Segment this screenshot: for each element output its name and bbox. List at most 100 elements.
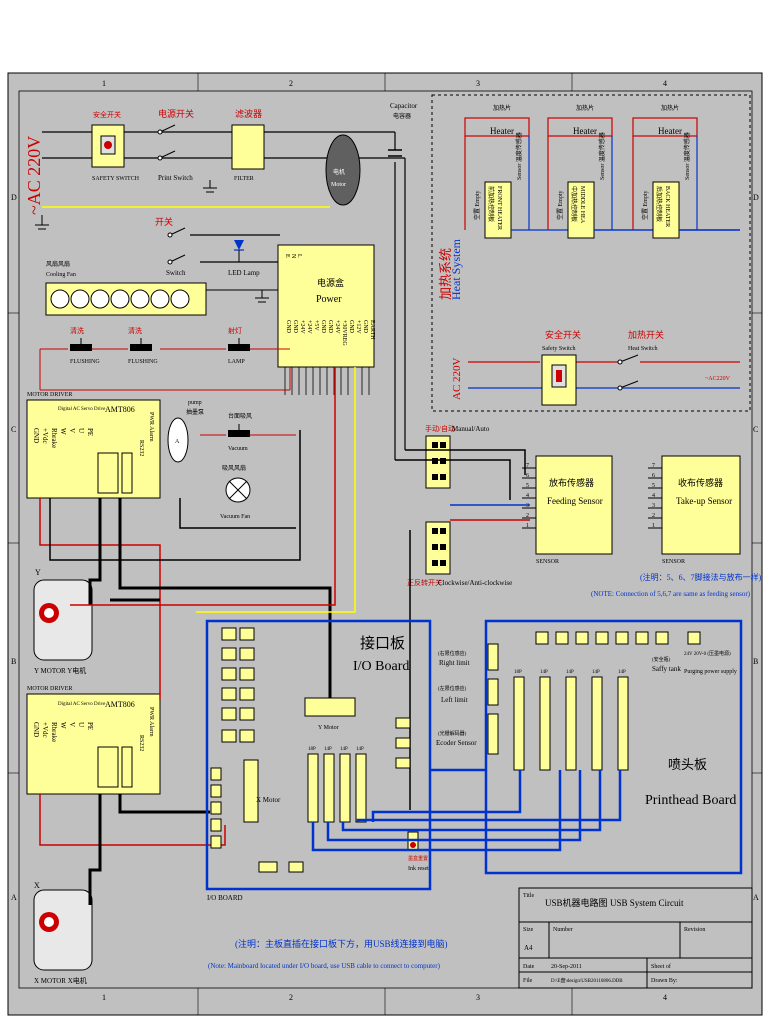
- clockwise-en: Clockwise/Anti-clockwise: [438, 579, 512, 587]
- feed-pins-pin-4: 3: [526, 503, 529, 509]
- motor: 电机 Motor: [325, 134, 361, 206]
- date-value: 20-Sep-2011: [551, 964, 582, 970]
- grid-col-2-bottom: 2: [289, 993, 293, 1002]
- heat-ac-small: ~AC220V: [705, 376, 731, 382]
- safety-tank-en: Saffy tank: [652, 665, 681, 673]
- heater-en-0: Heater: [490, 126, 514, 136]
- y-label: Y: [35, 568, 41, 577]
- grid-col-1: 1: [102, 79, 106, 88]
- control-wires: [39, 348, 291, 391]
- clockwise-switch: 正反转开关 Clockwise/Anti-clockwise: [407, 521, 512, 587]
- heat-system-cn: 加热系统: [438, 248, 453, 300]
- print-switch-cn: 电源开关: [158, 108, 194, 119]
- feed-pins-pin-3: 4: [526, 493, 529, 499]
- ph-conn-2: 14P: [566, 670, 574, 675]
- grid-col-3-bottom: 3: [476, 993, 480, 1002]
- grid-labels: 1 2 3 4 1 2 3 4 D C B A D C B A: [8, 73, 762, 1015]
- cooling-fan-cn: 风扇风扇: [46, 260, 70, 268]
- take-pins-pin-0: 7: [652, 463, 655, 469]
- motor-driver-rs232-2: RS232: [138, 735, 144, 751]
- heater-en-2: Heater: [658, 126, 682, 136]
- md2-pins-pin-3: W: [59, 722, 67, 729]
- grid-row-a: A: [11, 893, 17, 902]
- flushing2-en: FLUSHING: [128, 359, 158, 365]
- grid-row-c: C: [11, 425, 16, 434]
- file-label: File: [523, 978, 533, 984]
- motor-driver-subtitle-1: Digital AC Servo Drive: [58, 407, 106, 412]
- md1-pins-pin-6: PE: [86, 428, 94, 436]
- md1-pins-pin-3: W: [59, 428, 67, 435]
- date-label: Date: [523, 964, 535, 970]
- vacuum-fan: 吸风风扇 Vacuum Fan: [220, 464, 251, 520]
- printhead-board: 喷头板 Printhead Board (右限位感应) Right limit …: [436, 619, 743, 875]
- grid-row-d: D: [11, 193, 17, 202]
- md1-pins-pin-1: +Vdc: [41, 428, 49, 444]
- grid-row-c-right: C: [753, 425, 758, 434]
- takeup-tag: SENSOR: [662, 559, 685, 565]
- title-label: Title: [523, 893, 534, 899]
- flat-cables: [311, 768, 622, 852]
- heater-cn-1: 加热片: [576, 104, 594, 112]
- heat-system-en: Heat System: [449, 238, 463, 300]
- ac-main-wires: [42, 131, 406, 460]
- power-pin-l: L: [296, 254, 302, 258]
- takeup-cn: 收布传感器: [678, 477, 723, 488]
- printhead-en: Printhead Board: [645, 793, 736, 808]
- grid-row-d-right: D: [753, 193, 759, 202]
- heater-board-2: BACK HEATER: [664, 186, 670, 227]
- flushing2-cn: 清洗: [128, 326, 142, 335]
- md1-pins-pin-4: V: [68, 428, 76, 433]
- io-board-cn: 接口板: [360, 634, 405, 652]
- motor-driver-title-2: MOTOR DRIVER: [27, 686, 72, 692]
- take-pins-pin-3: 4: [652, 493, 655, 499]
- clockwise-cn: 正反转开关: [407, 578, 442, 587]
- grid-row-b-right: B: [753, 657, 758, 666]
- heater-board-cn-1: 中加热控制板: [570, 186, 578, 222]
- io-board-tag: I/O BOARD: [207, 894, 243, 902]
- motor-driver-pwr-2: PWR Alarm: [148, 707, 154, 737]
- manual-auto-switch: 手动/自动 Manual/Auto: [425, 424, 490, 489]
- printhead-cn: 喷头板: [668, 757, 707, 772]
- pump: A pump 抽墨泵: [167, 400, 204, 463]
- flushing1-cn: 清洗: [70, 326, 84, 335]
- grid-row-b: B: [11, 657, 16, 666]
- ph-conn-1: 14P: [540, 670, 548, 675]
- vacuum-en: Vacuum: [228, 446, 248, 452]
- power-pin-11: GND: [362, 320, 368, 334]
- title-block: Title USB机器电路图 USB System Circuit Size A…: [518, 887, 753, 989]
- io-board-en: I/O Board: [353, 659, 409, 674]
- power-pin-e: E: [284, 254, 290, 258]
- file-value: D:\E盘\design\USB20110806.DDB: [551, 977, 623, 984]
- ground-symbols: [35, 180, 269, 303]
- io-conn-3: 14P: [356, 747, 364, 752]
- lamp-button: 射灯 LAMP: [160, 326, 250, 365]
- sheet-label: Sheet of: [651, 963, 671, 970]
- heater-sensor-0: Sensor 温度传感器: [515, 132, 523, 180]
- io-conn-2: 14P: [340, 747, 348, 752]
- power-pin-2: +24V: [299, 320, 305, 334]
- heater-board-cn-2: 后加热控制板: [655, 186, 663, 222]
- capacitor-en: Capacitor: [390, 102, 418, 110]
- grid-col-4: 4: [663, 79, 667, 88]
- heater-en-1: Heater: [573, 126, 597, 136]
- vacuum-fan-cn: 吸风风扇: [222, 464, 246, 472]
- ph-conn-4: 14P: [618, 670, 626, 675]
- filter-cn: 滤波器: [235, 108, 262, 119]
- feed-pins-pin-5: 2: [526, 513, 529, 519]
- motor-driver-model-1: AMT806: [105, 405, 135, 414]
- led-lamp: LED Lamp: [228, 240, 260, 277]
- x-motor: X X MOTOR X电机: [33, 881, 93, 985]
- feed-pins-pin-6: 1: [526, 523, 529, 529]
- md2-pins-pin-4: V: [68, 722, 76, 727]
- print-switch-en: Print Switch: [158, 174, 193, 182]
- heater-board-0: FRONT HEATER: [496, 186, 502, 230]
- power-pin-n: N: [290, 254, 296, 259]
- title-en: USB System Circuit: [610, 898, 684, 908]
- capacitor-cn: 电容器: [393, 112, 411, 120]
- vacuum-cn: 台面吸风: [228, 412, 252, 420]
- take-pins-pin-5: 2: [652, 513, 655, 519]
